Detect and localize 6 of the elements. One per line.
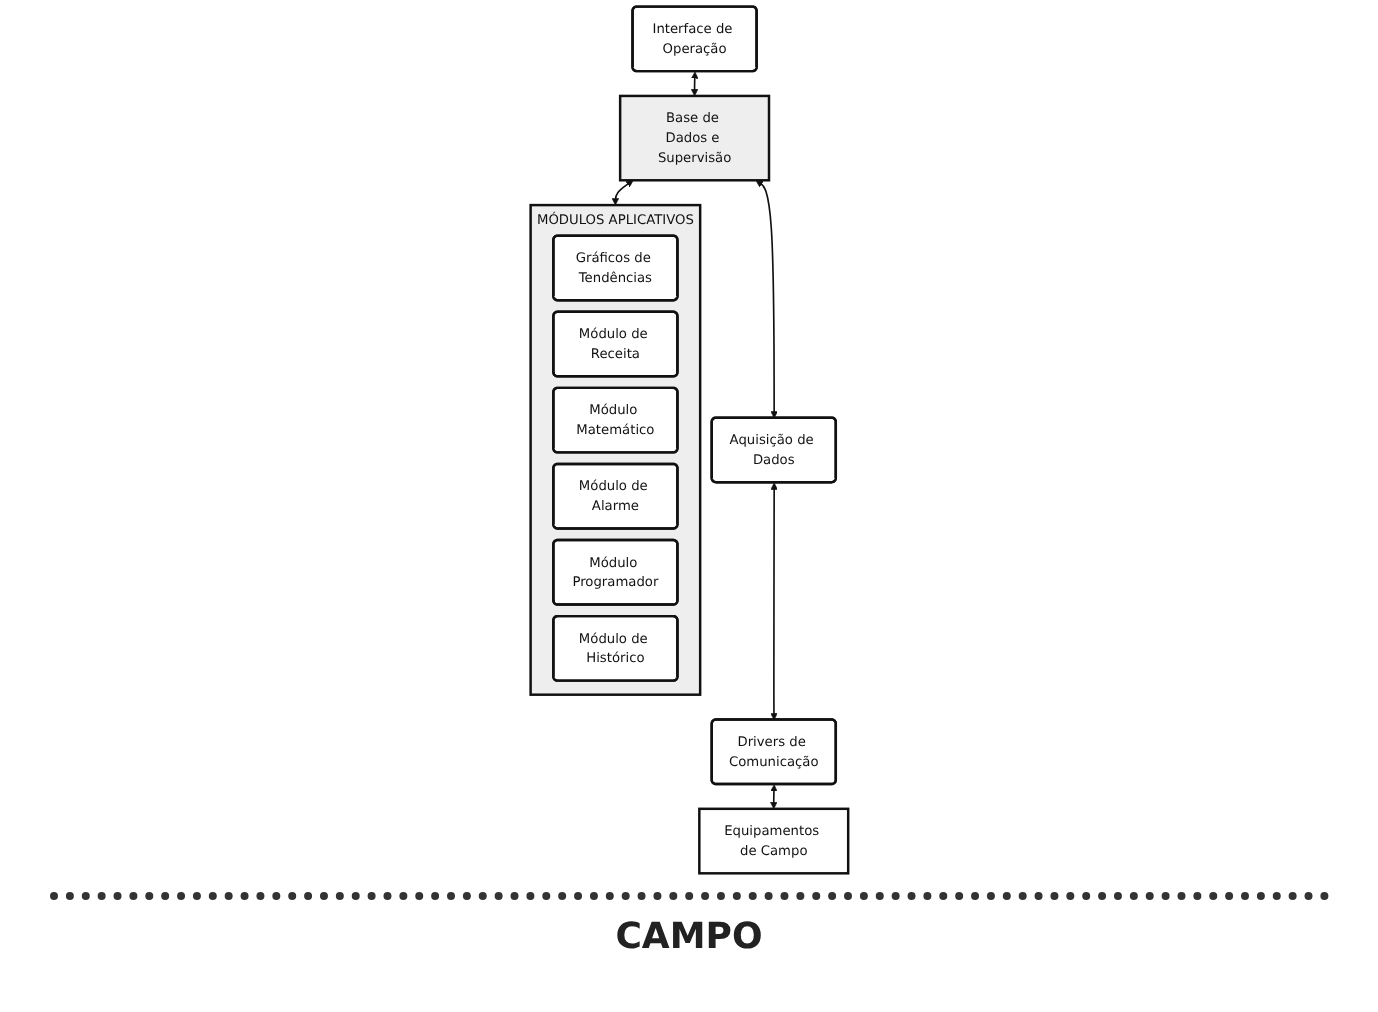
- double-arrow: [769, 482, 778, 721]
- double-arrow: [690, 71, 698, 97]
- double-arrow: [755, 180, 778, 419]
- zone-label: CAMPO: [615, 916, 763, 958]
- double-arrow: [769, 784, 778, 810]
- double-arrow: [611, 180, 634, 206]
